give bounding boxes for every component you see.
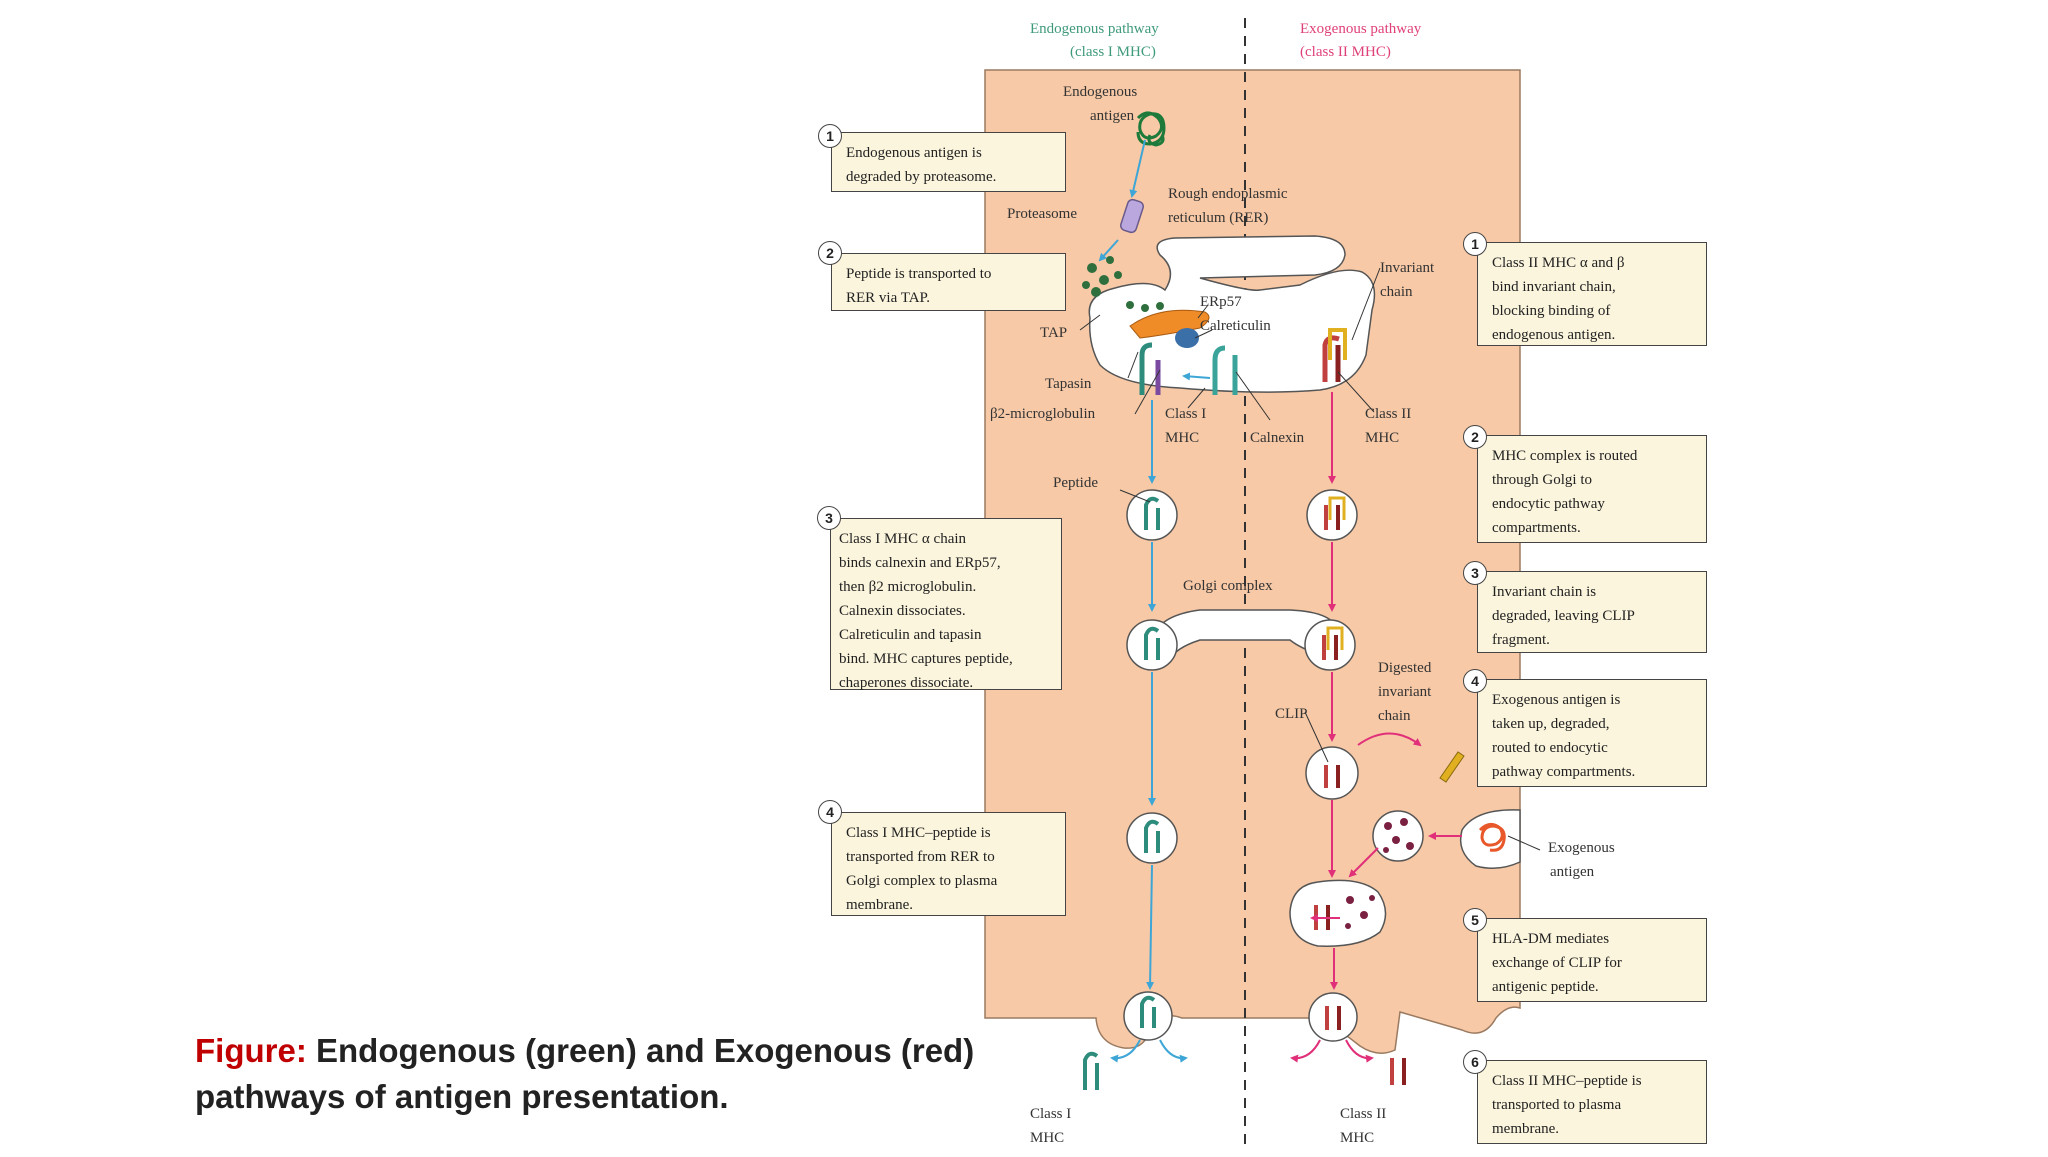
exogenous-step-2: MHC complex is routed through Golgi to e… bbox=[1477, 435, 1707, 543]
label-proteasome: Proteasome bbox=[1007, 206, 1077, 222]
label-class2-mhc: Class II bbox=[1365, 406, 1411, 422]
label-invariant-chain: Invariant bbox=[1380, 260, 1435, 276]
step-number-badge: 6 bbox=[1463, 1050, 1487, 1074]
vesicle-class1 bbox=[1126, 619, 1178, 671]
rough-endoplasmic-reticulum bbox=[1088, 235, 1376, 393]
label-erp57: ERp57 bbox=[1200, 294, 1242, 310]
label-invariant-chain: chain bbox=[1380, 284, 1413, 300]
label-rer: Rough endoplasmic bbox=[1168, 186, 1288, 202]
endogenous-step-1: Endogenous antigen is degraded by protea… bbox=[831, 132, 1066, 192]
class1-route-arrows bbox=[1098, 139, 1211, 1063]
header-exogenous-title: Exogenous pathway bbox=[1300, 21, 1422, 37]
exogenous-step-5: HLA-DM mediates exchange of CLIP for ant… bbox=[1477, 918, 1707, 1002]
figure-caption: Figure: Endogenous (green) and Exogenous… bbox=[195, 1028, 995, 1120]
label-bottom-class2-mhc: Class II bbox=[1340, 1106, 1386, 1122]
caption-lead: Figure: bbox=[195, 1032, 307, 1069]
calreticulin-icon bbox=[1175, 328, 1199, 348]
header-exogenous-sub: (class II MHC) bbox=[1300, 44, 1391, 60]
digested-invariant-chain-icon bbox=[1439, 751, 1465, 783]
leader-lines bbox=[1079, 267, 1541, 851]
step-number-badge: 4 bbox=[1463, 669, 1487, 693]
label-digested-invariant-chain: invariant bbox=[1378, 684, 1432, 700]
endosome-fused bbox=[1289, 879, 1387, 947]
peptide-fragments-icon bbox=[1082, 256, 1164, 312]
label-endogenous-antigen: antigen bbox=[1090, 108, 1135, 124]
label-tapasin: Tapasin bbox=[1045, 376, 1092, 392]
label-rer: reticulum (RER) bbox=[1168, 210, 1268, 226]
label-class1-mhc: MHC bbox=[1165, 430, 1199, 446]
step-number-badge: 4 bbox=[818, 800, 842, 824]
class1-mhc-peptide-icon bbox=[1083, 496, 1160, 1090]
endogenous-step-4: Class I MHC–peptide is transported from … bbox=[831, 812, 1066, 916]
label-class2-mhc: MHC bbox=[1365, 430, 1399, 446]
class1-mhc-icon bbox=[1139, 342, 1238, 395]
label-class1-mhc: Class I bbox=[1165, 406, 1206, 422]
label-exogenous-antigen: Exogenous bbox=[1548, 840, 1615, 856]
label-endogenous-antigen: Endogenous bbox=[1063, 84, 1137, 100]
exogenous-step-1: Class II MHC α and β bind invariant chai… bbox=[1477, 242, 1707, 346]
step-number-badge: 2 bbox=[818, 241, 842, 265]
label-golgi: Golgi complex bbox=[1183, 578, 1273, 594]
vesicle-class2 bbox=[1305, 746, 1359, 800]
label-digested-invariant-chain: chain bbox=[1378, 708, 1411, 724]
label-digested-invariant-chain: Digested bbox=[1378, 660, 1432, 676]
step-number-badge: 3 bbox=[1463, 561, 1487, 585]
label-calreticulin: Calreticulin bbox=[1200, 318, 1271, 334]
header-endogenous-sub: (class I MHC) bbox=[1070, 44, 1156, 60]
endocytic-pocket bbox=[1459, 809, 1521, 869]
label-exogenous-antigen: antigen bbox=[1550, 864, 1595, 880]
class2-route-arrows bbox=[1290, 392, 1462, 1063]
step-number-badge: 3 bbox=[817, 506, 841, 530]
exogenous-antigen-icon bbox=[1478, 823, 1506, 852]
label-bottom-class1-mhc: MHC bbox=[1030, 1130, 1064, 1146]
antigen-peptides-icon bbox=[1345, 818, 1414, 929]
endogenous-step-2: Peptide is transported to RER via TAP. bbox=[831, 253, 1066, 311]
label-bottom-class2-mhc: MHC bbox=[1340, 1130, 1374, 1146]
endogenous-step-3: Class I MHC α chain binds calnexin and E… bbox=[830, 518, 1062, 691]
exogenous-step-3: Invariant chain is degraded, leaving CLI… bbox=[1477, 571, 1707, 653]
caption-text: Endogenous (green) and Exogenous (red) p… bbox=[195, 1032, 975, 1115]
erp57-icon bbox=[1129, 309, 1210, 339]
class2-mhc-icon bbox=[1322, 328, 1347, 382]
proteasome-icon bbox=[1119, 198, 1145, 234]
label-clip: CLIP bbox=[1275, 706, 1308, 722]
step-number-badge: 1 bbox=[818, 124, 842, 148]
label-b2-microglobulin: β2-microglobulin bbox=[990, 406, 1096, 422]
exogenous-step-6: Class II MHC–peptide is transported to p… bbox=[1477, 1060, 1707, 1144]
class2-mhc-invariant-icon bbox=[1314, 496, 1406, 1085]
vesicle-class1 bbox=[1126, 489, 1178, 541]
endogenous-antigen-icon bbox=[1136, 111, 1166, 147]
label-bottom-class1-mhc: Class I bbox=[1030, 1106, 1071, 1122]
vesicle-class2 bbox=[1308, 992, 1358, 1042]
header-endogenous-title: Endogenous pathway bbox=[1030, 21, 1159, 37]
step-number-badge: 1 bbox=[1463, 232, 1487, 256]
label-tap: TAP bbox=[1040, 325, 1067, 341]
label-peptide: Peptide bbox=[1053, 475, 1098, 491]
vesicle-class1 bbox=[1123, 991, 1173, 1041]
step-number-badge: 2 bbox=[1463, 425, 1487, 449]
step-number-badge: 5 bbox=[1463, 908, 1487, 932]
label-calnexin: Calnexin bbox=[1250, 430, 1305, 446]
vesicle-class1 bbox=[1126, 812, 1178, 864]
vesicle-antigen bbox=[1372, 810, 1424, 862]
exogenous-step-4: Exogenous antigen is taken up, degraded,… bbox=[1477, 679, 1707, 787]
